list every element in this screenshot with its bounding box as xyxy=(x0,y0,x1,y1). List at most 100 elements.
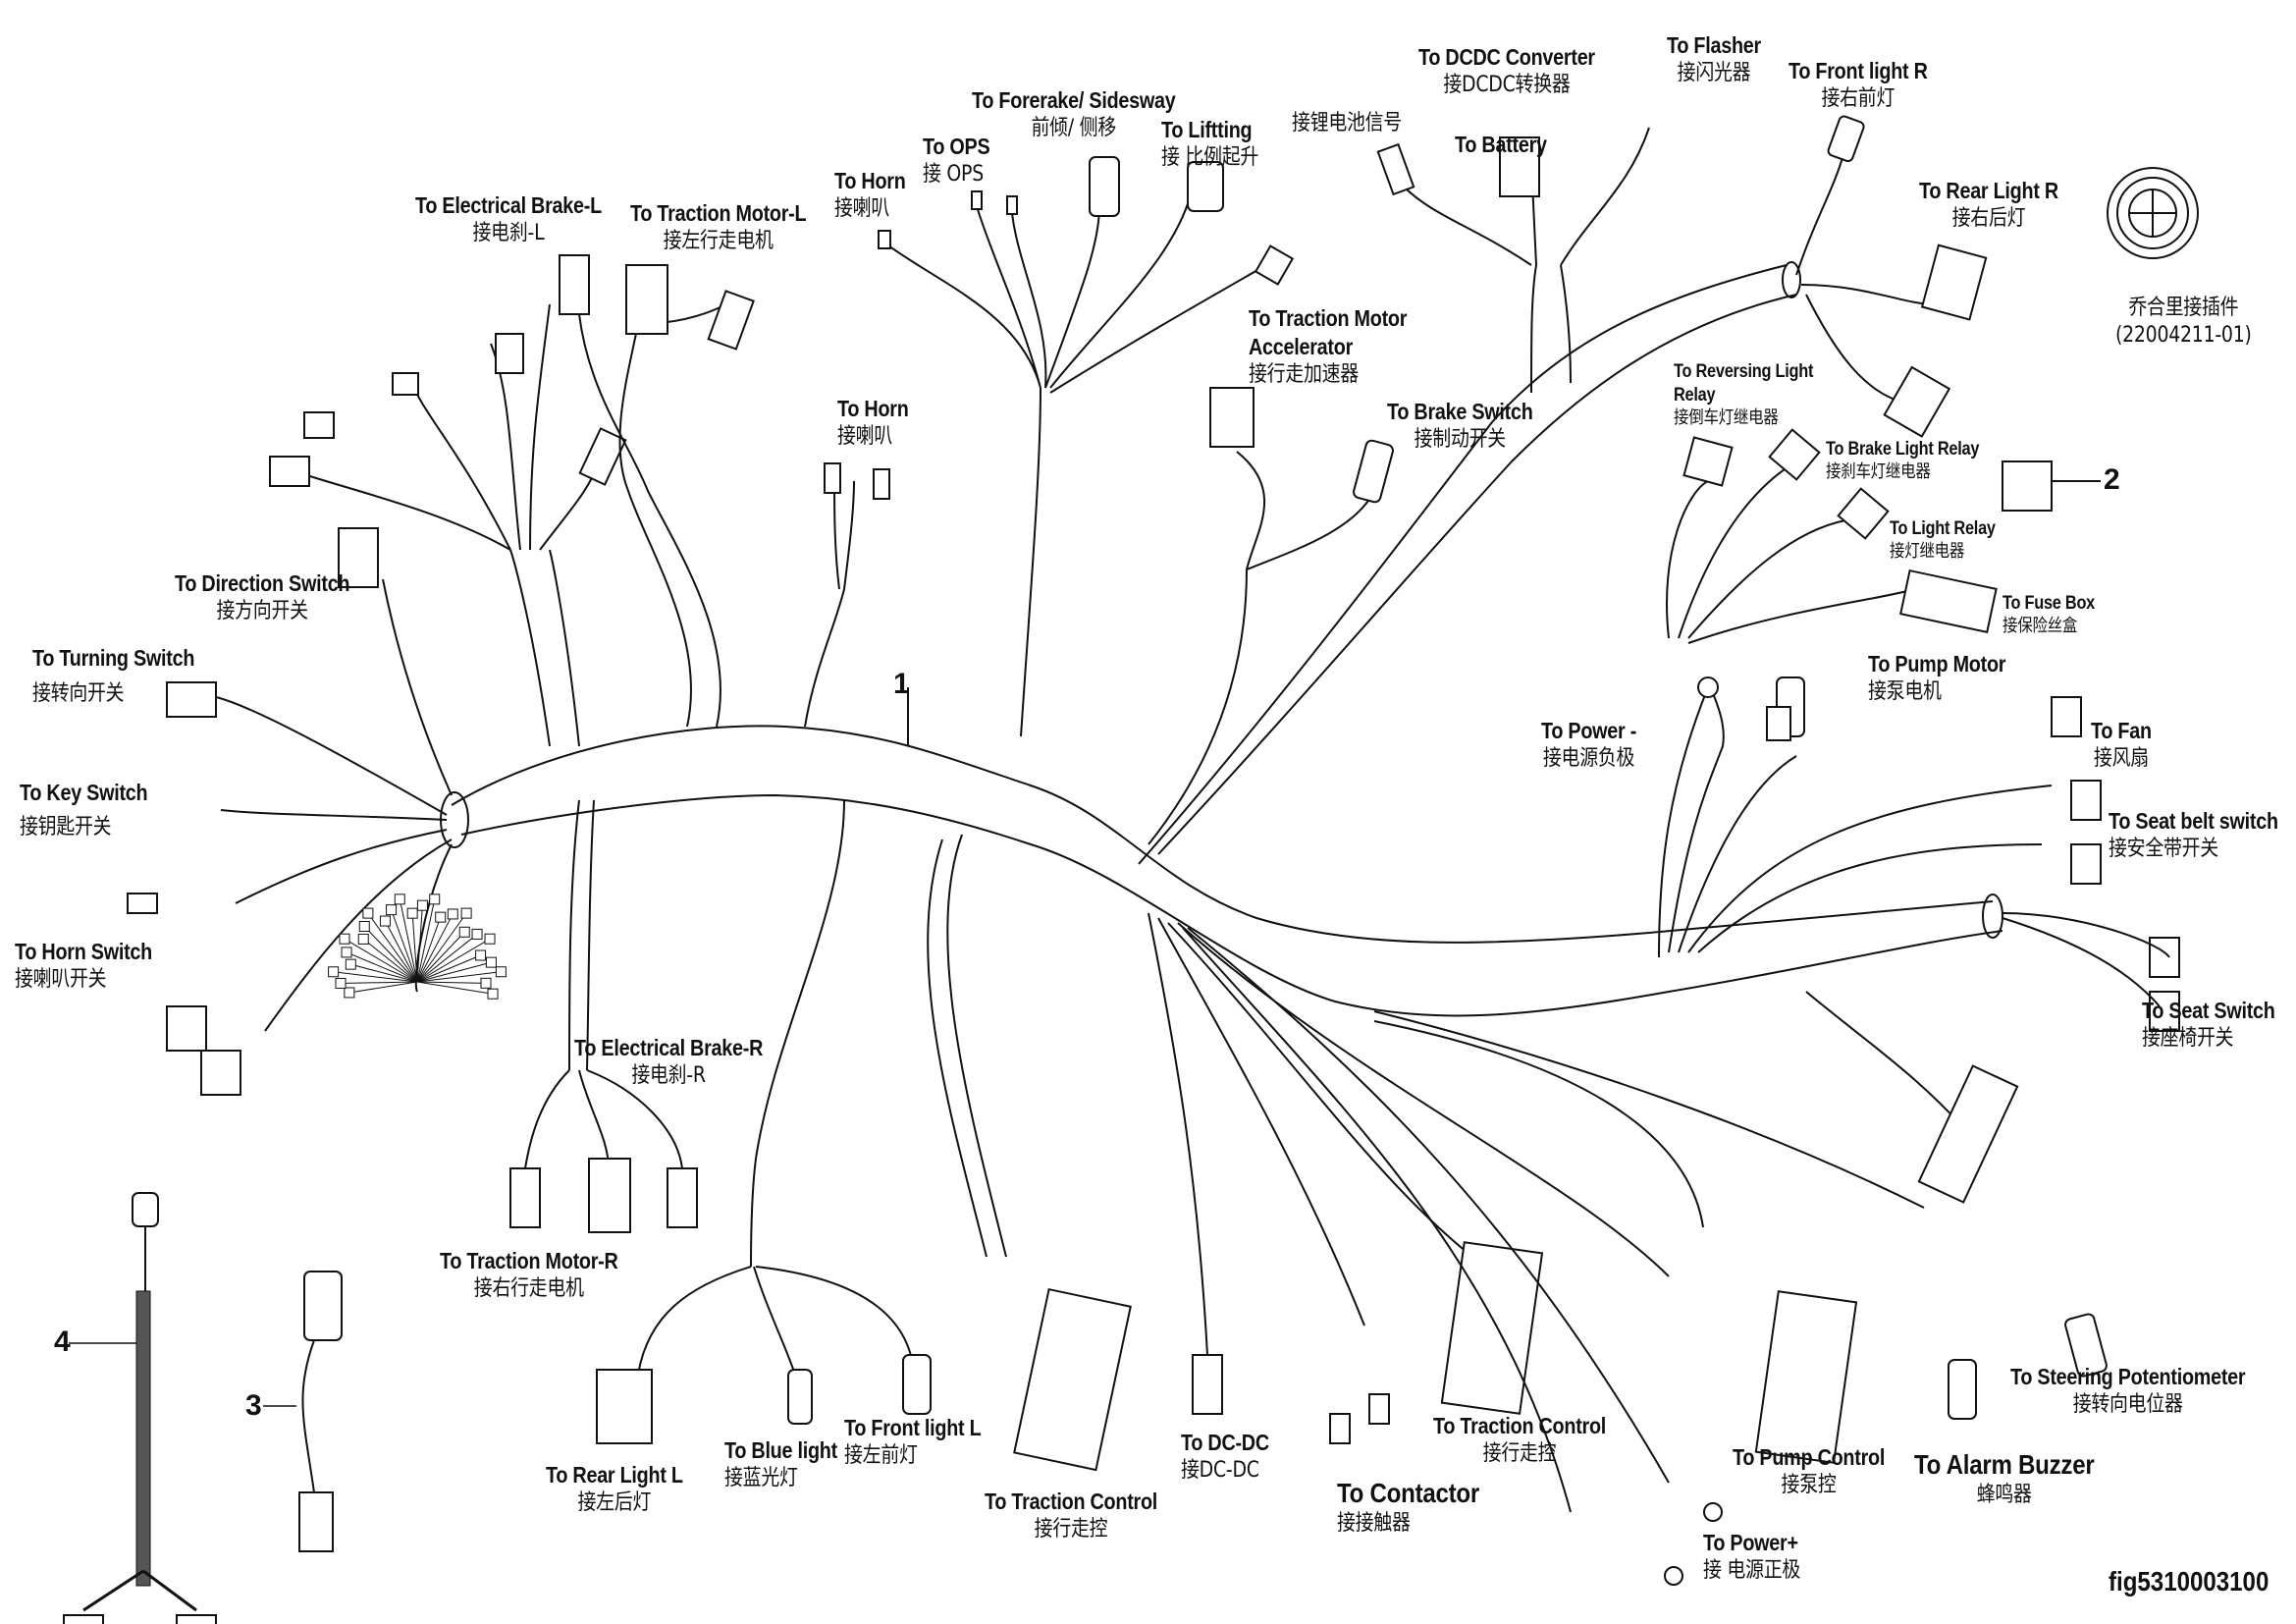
part-number-4: 4 xyxy=(54,1326,71,1358)
part-number-3: 3 xyxy=(245,1389,262,1422)
part-3-adapter xyxy=(263,1271,343,1552)
front-light-r-connector xyxy=(1827,115,1865,163)
horn-top-terminal-1 xyxy=(878,230,891,249)
connector-b xyxy=(303,411,335,439)
fan-wire xyxy=(344,938,418,983)
fan-wire xyxy=(384,920,418,983)
fan-wire xyxy=(416,938,491,983)
dc-dc-connector xyxy=(1192,1354,1223,1415)
seat-belt-connector-1 xyxy=(2070,780,2102,821)
fan-terminal xyxy=(345,958,356,970)
round-connector-icon xyxy=(2107,167,2199,259)
connector-g xyxy=(200,1050,241,1096)
relay-part-2 xyxy=(2002,460,2053,512)
battery-connector xyxy=(1499,136,1540,197)
fan-wire xyxy=(362,939,418,983)
connector-f xyxy=(166,1005,207,1052)
traction-control-connector-2 xyxy=(1440,1241,1544,1415)
fan-terminal xyxy=(471,928,483,940)
fan-wire xyxy=(350,963,418,983)
lifting-connector xyxy=(1187,161,1224,212)
fan-terminal xyxy=(386,904,398,916)
rear-light-r-connector xyxy=(1920,244,1988,321)
ops-terminal-1 xyxy=(971,190,983,210)
fan-wire xyxy=(416,981,486,984)
fan-wire xyxy=(416,912,467,983)
connector-e xyxy=(578,427,627,486)
accelerator-connector-small xyxy=(1254,244,1295,286)
traction-control-connector-1 xyxy=(1013,1287,1132,1472)
fan-terminal xyxy=(394,893,405,905)
fan-terminal xyxy=(335,977,347,989)
traction-motor-l-connector-2 xyxy=(707,290,755,351)
fan-terminal xyxy=(484,933,496,945)
fan-wire xyxy=(416,916,442,983)
relay-connector-2 xyxy=(1883,365,1951,438)
fan-terminal xyxy=(447,908,458,920)
fan-terminal xyxy=(480,977,492,989)
fan-terminal xyxy=(362,907,374,919)
horn-terminal-2 xyxy=(873,468,890,500)
pump-control-connector xyxy=(1754,1290,1858,1464)
buzzer-connector xyxy=(1948,1359,1977,1420)
fan-terminal xyxy=(341,947,352,958)
terminal-fan xyxy=(328,893,507,1000)
fan-wire xyxy=(341,981,418,984)
part-4-cable xyxy=(63,1192,217,1624)
fan-terminal xyxy=(339,933,350,945)
pump-motor-connector-small xyxy=(1766,706,1791,741)
connector-c xyxy=(392,372,419,396)
traction-motor-r-connector xyxy=(588,1158,631,1233)
fan-connector xyxy=(2051,696,2082,737)
horn-terminal-1 xyxy=(824,462,841,494)
fan-wire xyxy=(399,898,418,983)
fan-wire xyxy=(391,909,418,983)
fan-wire xyxy=(411,913,418,983)
contactor-terminal-1 xyxy=(1329,1413,1351,1444)
power-pos-ring-terminal xyxy=(1664,1566,1683,1586)
accelerator-connector xyxy=(1209,387,1255,448)
fan-terminal xyxy=(475,949,487,961)
fan-wire xyxy=(367,912,418,983)
seat-belt-connector-2 xyxy=(2070,843,2102,885)
fan-terminal xyxy=(460,907,472,919)
forerake-connector xyxy=(1089,156,1120,217)
label-lithium-signal: 接锂电池信号 xyxy=(1292,111,1402,135)
main-trunk xyxy=(440,725,2003,1017)
rear-light-l-connector xyxy=(596,1369,653,1444)
brake-light-relay-socket xyxy=(1768,428,1821,481)
fan-wire xyxy=(416,905,423,983)
fan-terminal xyxy=(495,966,507,978)
fan-wire xyxy=(416,981,494,995)
connector-a xyxy=(269,456,310,487)
light-relay-socket xyxy=(1837,487,1890,540)
traction-motor-l-connector xyxy=(625,264,668,335)
turning-switch-connector xyxy=(166,681,217,718)
seat-switch-connector-1 xyxy=(2149,937,2180,978)
fan-wire xyxy=(346,951,418,983)
connector-strip xyxy=(1917,1064,2019,1204)
part-number-2: 2 xyxy=(2104,463,2120,496)
fan-terminal xyxy=(328,966,340,978)
